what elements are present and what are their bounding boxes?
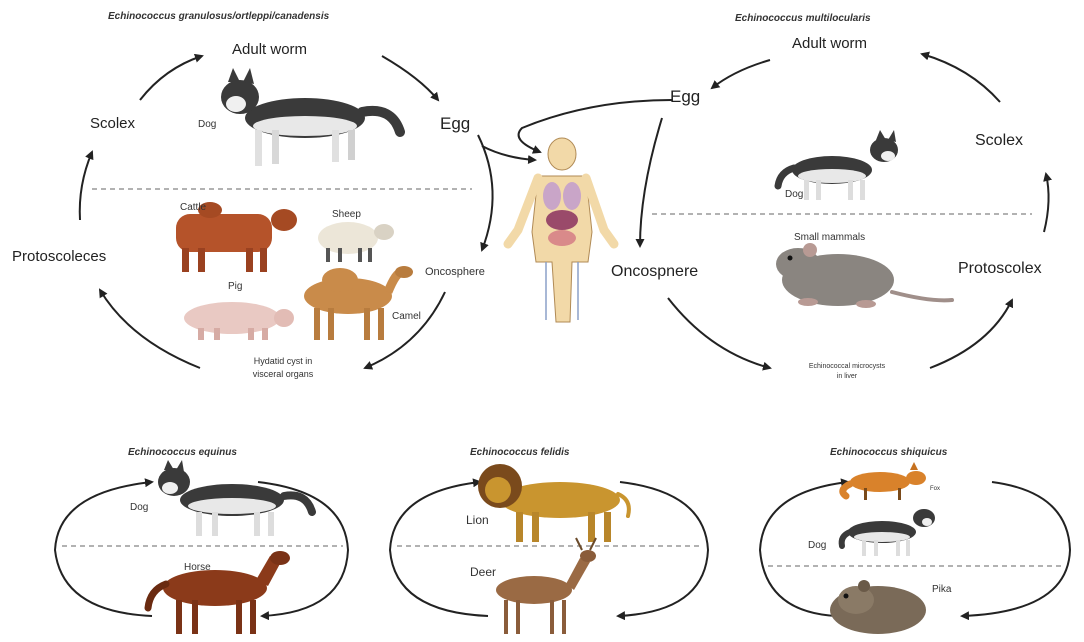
camel-icon [304, 266, 413, 340]
dog-icon [842, 509, 935, 556]
dog-icon [221, 68, 400, 166]
arrow-scolex-to-adult [140, 56, 202, 100]
arrow-p3-left [760, 482, 848, 616]
bottom-panel-2-upper-label: Lion [466, 514, 489, 526]
dog-icon [158, 460, 312, 536]
hydatid-cyst-label-line1: Hydatid cyst in [228, 357, 338, 366]
bottom-panel-2-lower-label: Deer [470, 566, 496, 578]
bottom-panel-1-lower-label: Horse [184, 563, 211, 573]
top-left-dog-label: Dog [198, 120, 216, 130]
small-mammals-label: Small mammals [794, 233, 865, 243]
horse-icon [148, 551, 290, 634]
arrow-protoscolex-to-scolex [1044, 174, 1049, 232]
arrow-egg-right-to-human [519, 100, 672, 152]
top-right-adult-worm-label: Adult worm [792, 36, 867, 51]
rodent-icon [776, 243, 952, 308]
bottom-panel-3-lower-label: Pika [932, 585, 951, 595]
top-left-adult-worm-label: Adult worm [232, 42, 307, 57]
arrow-cyst-to-protoscolex [930, 300, 1012, 368]
top-right-scolex-label: Scolex [975, 133, 1023, 149]
top-left-species-title: Echinococcus granulosus/ortleppi/canaden… [108, 12, 329, 22]
sheep-icon [318, 222, 394, 262]
bottom-panel-1-upper-label: Dog [130, 503, 148, 513]
pig-label: Pig [228, 282, 242, 292]
top-right-species-title: Echinococcus multilocularis [735, 14, 871, 24]
top-left-oncosphere-label: Oncosphere [425, 267, 485, 278]
arrow-scolex-to-adult-right [922, 54, 1000, 102]
arrow-egg-left-to-human [482, 146, 535, 160]
lion-icon [478, 464, 629, 542]
bottom-panel-3-fox-label: Fox [930, 486, 940, 492]
microcysts-label-line2: in liver [772, 373, 922, 380]
sheep-label: Sheep [332, 210, 361, 220]
arrow-p3-right [962, 482, 1070, 616]
top-right-oncosphere-label: Oncospnere [611, 264, 698, 280]
arrow-cyst-to-protoscoleces [100, 290, 200, 368]
pig-icon [184, 302, 294, 340]
top-left-protoscoleces-label: Protoscoleces [12, 249, 106, 264]
top-right-cycle-arrows [640, 54, 1049, 368]
arrow-adult-to-egg [382, 56, 438, 100]
camel-label: Camel [392, 312, 421, 322]
fox-icon [843, 462, 926, 500]
arrow-oncosphere-to-cyst-right [668, 298, 770, 368]
top-right-dog-label: Dog [785, 190, 803, 200]
arrow-egg-to-oncosphere [478, 135, 493, 250]
arrow-egg-to-oncosphere-right [640, 118, 662, 246]
deer-icon [496, 538, 596, 634]
arrow-protoscoleces-to-scolex [80, 152, 92, 220]
human-arrows [482, 100, 672, 160]
top-right-egg-label: Egg [670, 88, 700, 105]
arrow-p2-left [390, 482, 488, 616]
bottom-panel-3-title: Echinococcus shiquicus [830, 448, 947, 458]
bottom-panel-2-title: Echinococcus felidis [470, 448, 569, 458]
microcysts-label-line1: Echinococcal microcysts [772, 363, 922, 370]
arrow-p2-right [618, 482, 708, 616]
pika-icon [830, 580, 926, 634]
bottom-panel-1-title: Echinococcus equinus [128, 448, 237, 458]
arrow-adult-to-egg-right [712, 60, 770, 88]
top-left-egg-label: Egg [440, 115, 470, 132]
cattle-label: Cattle [180, 203, 206, 213]
hydatid-cyst-label-line2: visceral organs [228, 370, 338, 379]
top-right-protoscolex-label: Protoscolex [958, 261, 1042, 277]
top-left-scolex-label: Scolex [90, 116, 135, 131]
human-body-icon [508, 138, 614, 322]
bottom-panel-3-upper-label: Dog [808, 541, 826, 551]
